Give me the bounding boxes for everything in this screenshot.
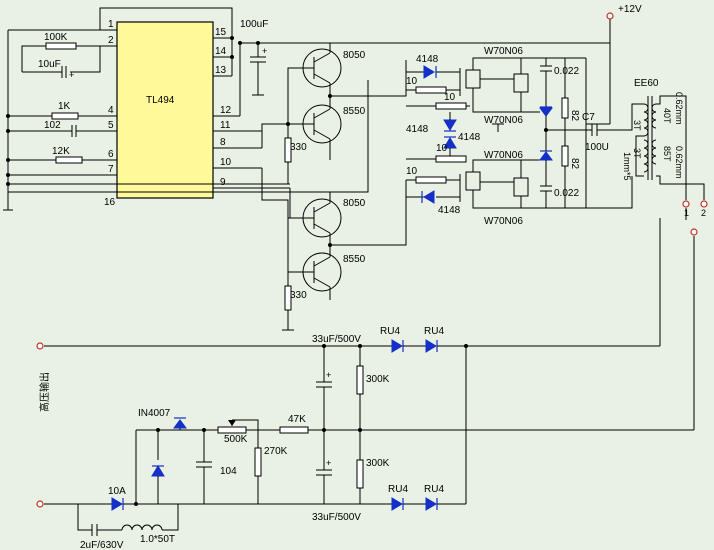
- c1-label: 0.022: [554, 66, 579, 77]
- c2-label: 0.022: [554, 188, 579, 199]
- pin-15: 15: [215, 27, 227, 38]
- pot-label: 500K: [224, 434, 248, 445]
- r-300k-top: [356, 365, 364, 395]
- svg-text:+: +: [326, 458, 331, 468]
- prim-wire: 1mm*5: [622, 152, 632, 181]
- r-g1: [415, 86, 447, 94]
- rg2-a: 10: [436, 143, 448, 154]
- mosfet-3: [465, 171, 481, 191]
- rg1-a: 10: [406, 76, 418, 87]
- d-bot-1: RU4: [388, 484, 408, 495]
- xfmr-core: EE60: [634, 78, 659, 89]
- d-top-1: RU4: [380, 326, 400, 337]
- pin-5: 5: [108, 120, 114, 131]
- r-bot-label: 300K: [366, 458, 390, 469]
- npn1-label: 8050: [343, 50, 366, 61]
- r-top-label: 300K: [366, 374, 390, 385]
- cap-bot-label: 33uF/500V: [312, 512, 361, 523]
- prim-turns: 3T: [632, 120, 642, 131]
- zener-label: IN4007: [138, 408, 171, 419]
- pin-4: 4: [108, 105, 114, 116]
- fuse-label: 10A: [108, 486, 126, 497]
- pin-10: 10: [220, 157, 232, 168]
- r-12k-label: 12K: [52, 146, 70, 157]
- pin-14: 14: [215, 46, 227, 57]
- pin-1: 1: [108, 19, 114, 30]
- npn2-label: 8050: [343, 198, 366, 209]
- inductor-label: 1.0*50T: [140, 534, 175, 545]
- r270k-label: 270K: [264, 446, 288, 457]
- pin-6: 6: [108, 149, 114, 160]
- mosfet-4: [513, 177, 529, 197]
- d3-label: 4148: [458, 132, 481, 143]
- m1-label: W70N06: [484, 46, 523, 57]
- m3-label: W70N06: [484, 150, 523, 161]
- svg-text:+: +: [326, 370, 331, 380]
- pin-12: 12: [220, 105, 232, 116]
- pin-11: 11: [220, 120, 231, 131]
- c-10uf-label: 10uF: [38, 59, 61, 70]
- term-1: 1: [684, 208, 689, 218]
- supply-cap-label: 100uF: [240, 19, 268, 30]
- pin-16: 16: [104, 197, 116, 208]
- r-100k-label: 100K: [44, 32, 68, 43]
- sec-wire2: 0.62mm: [674, 146, 684, 179]
- pin-13: 13: [215, 65, 227, 76]
- sec-turns: 40T: [662, 108, 672, 124]
- r-1k: [51, 112, 79, 120]
- d-top-2: RU4: [424, 326, 444, 337]
- d-bot-2: RU4: [424, 484, 444, 495]
- m2-label: W70N06: [484, 115, 523, 126]
- d1-label: 4148: [416, 54, 439, 65]
- r1-label: 330: [290, 142, 307, 153]
- pin-9: 9: [220, 177, 226, 188]
- d4-label: 4148: [438, 205, 461, 216]
- svg-text:+: +: [69, 70, 74, 80]
- pnp2-label: 8550: [343, 254, 366, 265]
- vcc-label: +12V: [618, 4, 642, 15]
- r2-label: 330: [290, 290, 307, 301]
- r-1k-label: 1K: [58, 101, 71, 112]
- r-47k: [279, 426, 309, 434]
- pin-7: 7: [108, 164, 114, 175]
- sec-turns2: 85T: [662, 146, 672, 162]
- hv-output-label: 高压输出: [38, 372, 51, 412]
- c104-label: 104: [220, 466, 237, 477]
- mosfet-2: [513, 73, 529, 93]
- prim-turns2: 3T: [632, 148, 642, 159]
- r-300k-bot: [356, 459, 364, 489]
- r1-snub: 82: [569, 110, 580, 122]
- r-100k: [45, 42, 77, 50]
- ic-name: TL494: [146, 95, 175, 106]
- cap-top-label: 33uF/500V: [312, 334, 361, 345]
- c7-label: C7: [582, 112, 595, 123]
- m4-label: W70N06: [484, 216, 523, 227]
- r-270k: [254, 447, 262, 477]
- pin-2: 2: [108, 35, 114, 46]
- r2-snub: 82: [569, 158, 580, 170]
- r-g2: [415, 176, 447, 184]
- cap-in-label: 2uF/630V: [80, 540, 124, 550]
- tl494-body: [116, 21, 214, 199]
- c-102-label: 102: [44, 120, 61, 131]
- sec-wire: 0.62mm: [674, 92, 684, 125]
- pnp1-label: 8550: [343, 106, 366, 117]
- rg2-b: 10: [406, 166, 418, 177]
- pin-8: 8: [220, 137, 226, 148]
- c7-val: 100U: [585, 142, 609, 153]
- r-12k: [55, 156, 83, 164]
- r47k-label: 47K: [288, 414, 306, 425]
- term-2: 2: [701, 208, 706, 218]
- d2-label: 4148: [406, 124, 429, 135]
- rg1-b: 10: [444, 92, 456, 103]
- mosfet-1: [465, 69, 481, 89]
- pot-500k: [217, 426, 247, 434]
- svg-text:+: +: [262, 46, 267, 56]
